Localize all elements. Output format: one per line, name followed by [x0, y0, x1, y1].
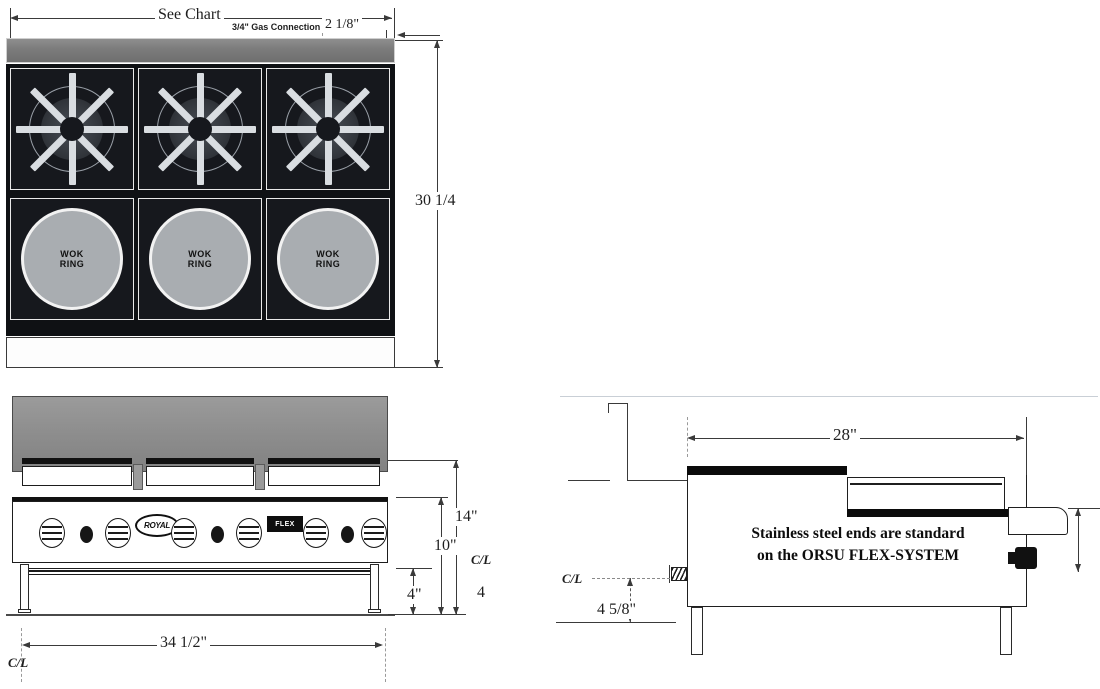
section-divider: [133, 464, 143, 490]
wok-ring-icon: WOK RING: [21, 208, 123, 310]
cooktop-top-surface: [687, 466, 847, 476]
dim-centerline-value: 4: [474, 584, 488, 602]
dim-overall-width: 34 1/2": [157, 634, 210, 652]
stainless-note-line2: on the ORSU FLEX-SYSTEM: [757, 547, 959, 565]
wok-ring-icon: WOK RING: [277, 208, 379, 310]
pilot-indicator: [211, 526, 224, 543]
side-control-knob[interactable]: [1008, 547, 1037, 569]
centerline-label-left: C/L: [8, 655, 29, 670]
dim-body-height: 10": [431, 537, 460, 555]
burner-opening: [268, 466, 380, 486]
dim-depth: 30 1/4: [412, 192, 459, 210]
control-knob[interactable]: [105, 518, 131, 548]
burner-opening: [22, 466, 132, 486]
cooktop-surface: WOK RING WOK RING WOK RING: [6, 64, 395, 336]
section-separator: [560, 396, 1098, 397]
control-knob[interactable]: [303, 518, 329, 548]
centerline-label-right: C/L: [471, 552, 492, 567]
side-support-leg: [691, 607, 703, 655]
front-rail: [28, 568, 372, 575]
grate-bar: [146, 458, 254, 464]
front-ledge: [6, 337, 395, 368]
gas-connection-block: [671, 567, 687, 581]
dim-gas-connection: 3/4" Gas Connection: [229, 22, 324, 32]
control-knob[interactable]: [39, 518, 65, 548]
burner-grate: [138, 68, 262, 190]
control-knob[interactable]: [236, 518, 262, 548]
griddle-base-shadow: [847, 509, 1027, 517]
burner-opening: [146, 466, 254, 486]
wok-ring-cell: WOK RING: [138, 198, 262, 320]
side-centerline-label: C/L: [562, 571, 583, 586]
stainless-end-cap: [1008, 507, 1068, 535]
wok-ring-cell: WOK RING: [266, 198, 390, 320]
dim-leg-height: 4": [404, 586, 425, 604]
flex-system-label: FLEX: [275, 520, 295, 528]
top-view: WOK RING WOK RING WOK RING: [6, 38, 395, 368]
dim-side-depth: 28": [830, 425, 860, 445]
wok-ring-icon: WOK RING: [149, 208, 251, 310]
control-knob[interactable]: [361, 518, 387, 548]
control-knob[interactable]: [171, 518, 197, 548]
wok-ring-label-line2: RING: [187, 259, 213, 269]
side-support-leg: [1000, 607, 1012, 655]
dim-gas-offset: 2 1/8": [322, 17, 363, 33]
support-leg: [18, 564, 31, 613]
dim-total-height: 14": [452, 508, 481, 526]
wok-ring-label-line1: WOK: [316, 248, 340, 259]
pilot-indicator: [341, 526, 354, 543]
wok-ring-cell: WOK RING: [10, 198, 134, 320]
burner-grate: [10, 68, 134, 190]
backsplash-plate: [6, 38, 395, 63]
royal-brand-badge: ROYAL: [135, 514, 179, 537]
side-view: 28" Stainless steel ends are standard on…: [560, 395, 1090, 655]
section-divider: [255, 464, 265, 490]
wok-ring-label-line2: RING: [315, 259, 341, 269]
floor-line: [6, 614, 395, 616]
body-base-line: [12, 497, 388, 501]
support-leg: [368, 564, 381, 613]
wok-ring-label-line1: WOK: [60, 248, 84, 259]
flex-system-badge: FLEX: [267, 516, 303, 532]
grate-bar: [22, 458, 132, 464]
stainless-note-line1: Stainless steel ends are standard: [751, 525, 965, 542]
burner-grate: [266, 68, 390, 190]
wok-ring-label-line1: WOK: [188, 248, 212, 259]
grate-bar: [268, 458, 380, 464]
front-view: ROYAL FLEX: [6, 396, 395, 616]
pilot-indicator: [80, 526, 93, 543]
control-panel: ROYAL FLEX: [12, 501, 388, 563]
wok-ring-label-line2: RING: [59, 259, 85, 269]
stainless-note: Stainless steel ends are standard on the…: [698, 523, 1018, 568]
dim-gas-height: 4 5/8": [594, 601, 639, 619]
royal-brand-label: ROYAL: [144, 521, 170, 530]
dim-see-chart: See Chart: [155, 6, 224, 24]
